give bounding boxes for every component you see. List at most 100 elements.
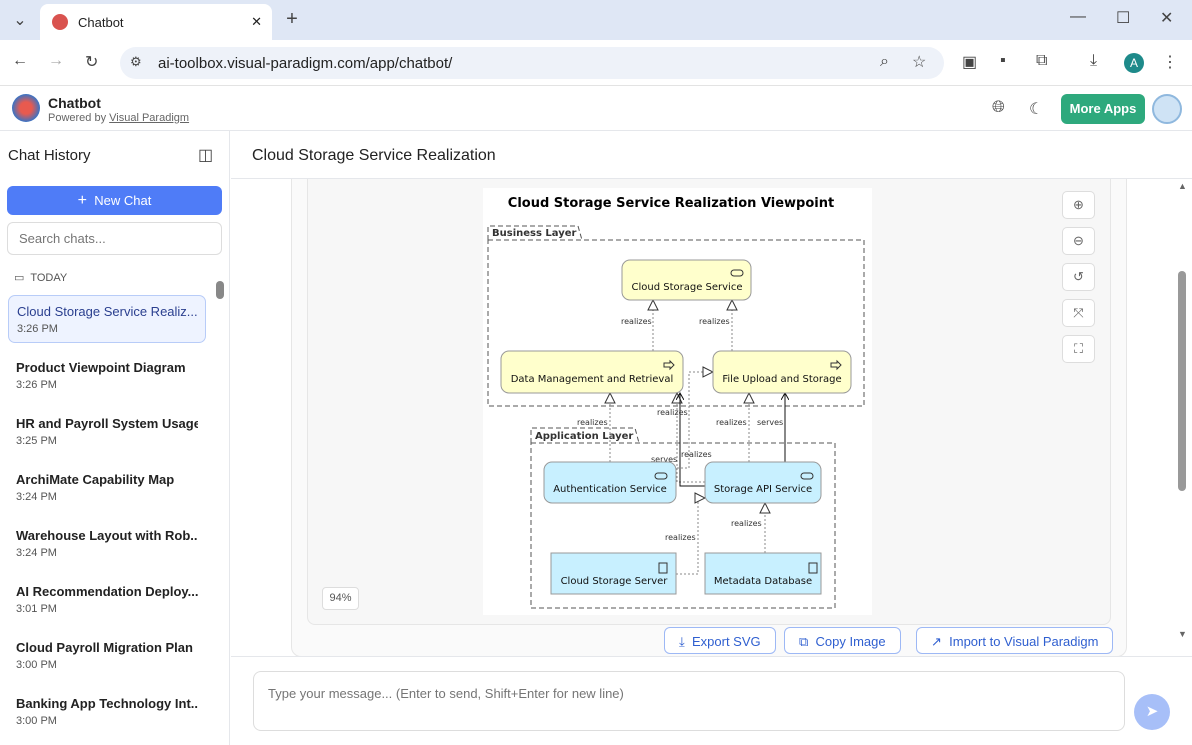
profile-avatar[interactable]: A bbox=[1124, 53, 1144, 73]
menu-icon[interactable]: ⋮ bbox=[1162, 54, 1178, 71]
node-cloud-storage-service: Cloud Storage Service bbox=[621, 259, 752, 301]
export-svg-label: Export SVG bbox=[691, 634, 761, 649]
zoom-out-button[interactable]: ⊖ bbox=[1062, 227, 1095, 255]
realization-edges bbox=[610, 300, 765, 575]
tab-title: Chatbot bbox=[78, 14, 124, 30]
business-layer-group bbox=[487, 225, 865, 407]
fullscreen-button[interactable]: ⛶ bbox=[1062, 335, 1095, 363]
application-layer-group bbox=[530, 427, 836, 609]
extension-icon[interactable]: ▣ bbox=[962, 54, 978, 71]
sidebar-scrollbar[interactable] bbox=[216, 267, 226, 737]
svg-text:realizes: realizes bbox=[716, 418, 747, 427]
bookmark-star-icon[interactable]: ☆ bbox=[912, 54, 927, 71]
main-scrollbar[interactable]: ▲▼ bbox=[1178, 181, 1187, 639]
app-logo bbox=[12, 94, 40, 122]
business-layer-label: Business Layer bbox=[492, 228, 577, 239]
message-input[interactable] bbox=[253, 671, 1125, 731]
serving-edges bbox=[680, 393, 785, 487]
favicon-icon bbox=[52, 14, 68, 30]
toggle-sidebar-icon[interactable]: ◫ bbox=[198, 147, 214, 164]
reload-icon[interactable]: ↻ bbox=[85, 54, 99, 71]
svg-text:Metadata Database: Metadata Database bbox=[714, 576, 812, 587]
download-icon[interactable]: ⤓ bbox=[1090, 52, 1098, 69]
node-authentication-service: Authentication Service bbox=[543, 461, 677, 504]
import-label: Import to Visual Paradigm bbox=[949, 634, 1099, 649]
puzzle-icon[interactable]: ⧉ bbox=[1036, 52, 1048, 69]
chat-history-item[interactable]: Warehouse Layout with Rob...3:24 PM bbox=[16, 528, 198, 559]
new-tab-icon[interactable]: + bbox=[286, 8, 298, 30]
import-visual-paradigm-button[interactable]: ↗ Import to Visual Paradigm bbox=[916, 627, 1114, 654]
minimize-icon[interactable]: — bbox=[1070, 8, 1086, 25]
svg-text:serves: serves bbox=[757, 418, 783, 427]
svg-text:Data Management and Retrieval: Data Management and Retrieval bbox=[511, 374, 674, 385]
visual-paradigm-link[interactable]: Visual Paradigm bbox=[109, 112, 190, 124]
svg-text:Authentication Service: Authentication Service bbox=[553, 484, 667, 495]
node-storage-api-service: Storage API Service bbox=[704, 461, 822, 504]
tab-list-chevron-icon[interactable]: ⌄ bbox=[13, 12, 27, 29]
app-title: Chatbot bbox=[48, 95, 101, 111]
node-data-management: Data Management and Retrieval bbox=[500, 350, 684, 394]
external-link-icon: ↗ bbox=[931, 634, 942, 649]
close-window-icon[interactable]: ✕ bbox=[1160, 10, 1174, 27]
zoom-in-button[interactable]: ⊕ bbox=[1062, 191, 1095, 219]
edge-labels: realizes realizes realizes realizes realiz… bbox=[577, 317, 783, 542]
svg-text:Cloud Storage Server: Cloud Storage Server bbox=[561, 576, 669, 587]
svg-text:realizes: realizes bbox=[681, 450, 712, 459]
more-apps-button[interactable]: More Apps bbox=[1061, 94, 1145, 124]
zoom-icon[interactable]: ⌕ bbox=[880, 53, 889, 70]
chat-title: Cloud Storage Service Realization bbox=[252, 147, 496, 164]
chat-history-item[interactable]: Banking App Technology Int...3:00 PM bbox=[16, 696, 198, 727]
svg-text:serves: serves bbox=[651, 455, 677, 464]
download-icon: ⤓ bbox=[679, 634, 685, 649]
language-globe-icon[interactable]: 🌐︎ bbox=[992, 99, 1005, 116]
svg-text:realizes: realizes bbox=[657, 408, 688, 417]
chat-history-item[interactable]: Cloud Storage Service Realiz...3:26 PM bbox=[8, 295, 206, 343]
reset-view-button[interactable]: ↺ bbox=[1062, 263, 1095, 291]
calendar-icon: ▭ bbox=[14, 272, 25, 284]
browser-tab-bar: ⌄ Chatbot ✕ + — ☐ ✕ bbox=[0, 0, 1192, 40]
new-chat-button[interactable]: + New Chat bbox=[7, 186, 222, 215]
svg-text:realizes: realizes bbox=[577, 418, 608, 427]
svg-text:Storage API Service: Storage API Service bbox=[714, 484, 812, 495]
copy-icon: ⧉ bbox=[799, 634, 809, 649]
svg-text:realizes: realizes bbox=[621, 317, 652, 326]
new-chat-label: New Chat bbox=[94, 193, 152, 208]
copy-image-label: Copy Image bbox=[815, 634, 886, 649]
archimate-type-icons bbox=[654, 269, 842, 574]
send-icon: ➤ bbox=[1145, 703, 1159, 720]
export-svg-button[interactable]: ⤓ Export SVG bbox=[664, 627, 776, 654]
sidebar-title: Chat History bbox=[8, 147, 91, 164]
zoom-level-badge: 94% bbox=[322, 587, 359, 610]
browser-tab[interactable]: Chatbot ✕ bbox=[40, 4, 272, 40]
app-header: Chatbot Powered by Visual Paradigm 🌐︎ ☾ … bbox=[0, 87, 1192, 131]
chat-extension-icon[interactable]: ▪ bbox=[1000, 52, 1006, 69]
url-text: ai-toolbox.visual-paradigm.com/app/chatb… bbox=[158, 54, 453, 72]
chat-history-item[interactable]: AI Recommendation Deploy...3:01 PM bbox=[16, 584, 198, 615]
back-icon[interactable]: ← bbox=[12, 52, 28, 69]
copy-image-button[interactable]: ⧉ Copy Image bbox=[784, 627, 901, 654]
forward-icon[interactable]: → bbox=[48, 52, 64, 69]
fit-screen-button[interactable]: ⤧ bbox=[1062, 299, 1095, 327]
close-tab-icon[interactable]: ✕ bbox=[251, 14, 262, 29]
svg-text:realizes: realizes bbox=[665, 533, 696, 542]
archimate-diagram: Cloud Storage Service Realization Viewpo… bbox=[483, 188, 872, 615]
svg-text:realizes: realizes bbox=[699, 317, 730, 326]
bot-avatar[interactable] bbox=[1152, 94, 1182, 124]
section-today: TODAY bbox=[30, 272, 68, 284]
site-info-icon[interactable]: ⚙ bbox=[130, 54, 142, 69]
svg-text:realizes: realizes bbox=[731, 519, 762, 528]
application-layer-label: Application Layer bbox=[535, 431, 633, 442]
plus-icon: + bbox=[77, 192, 88, 209]
maximize-icon[interactable]: ☐ bbox=[1116, 10, 1131, 27]
url-field[interactable]: ⚙ ai-toolbox.visual-paradigm.com/app/cha… bbox=[120, 47, 944, 79]
powered-by-label: Powered by bbox=[48, 112, 107, 124]
search-chats-input[interactable] bbox=[7, 222, 222, 255]
dark-mode-moon-icon[interactable]: ☾ bbox=[1029, 101, 1044, 118]
node-file-upload: File Upload and Storage bbox=[712, 350, 852, 394]
chat-history-sidebar: Chat History ◫ + New Chat ▭ TODAY Cloud … bbox=[0, 131, 230, 745]
send-button[interactable]: ➤ bbox=[1134, 694, 1170, 730]
